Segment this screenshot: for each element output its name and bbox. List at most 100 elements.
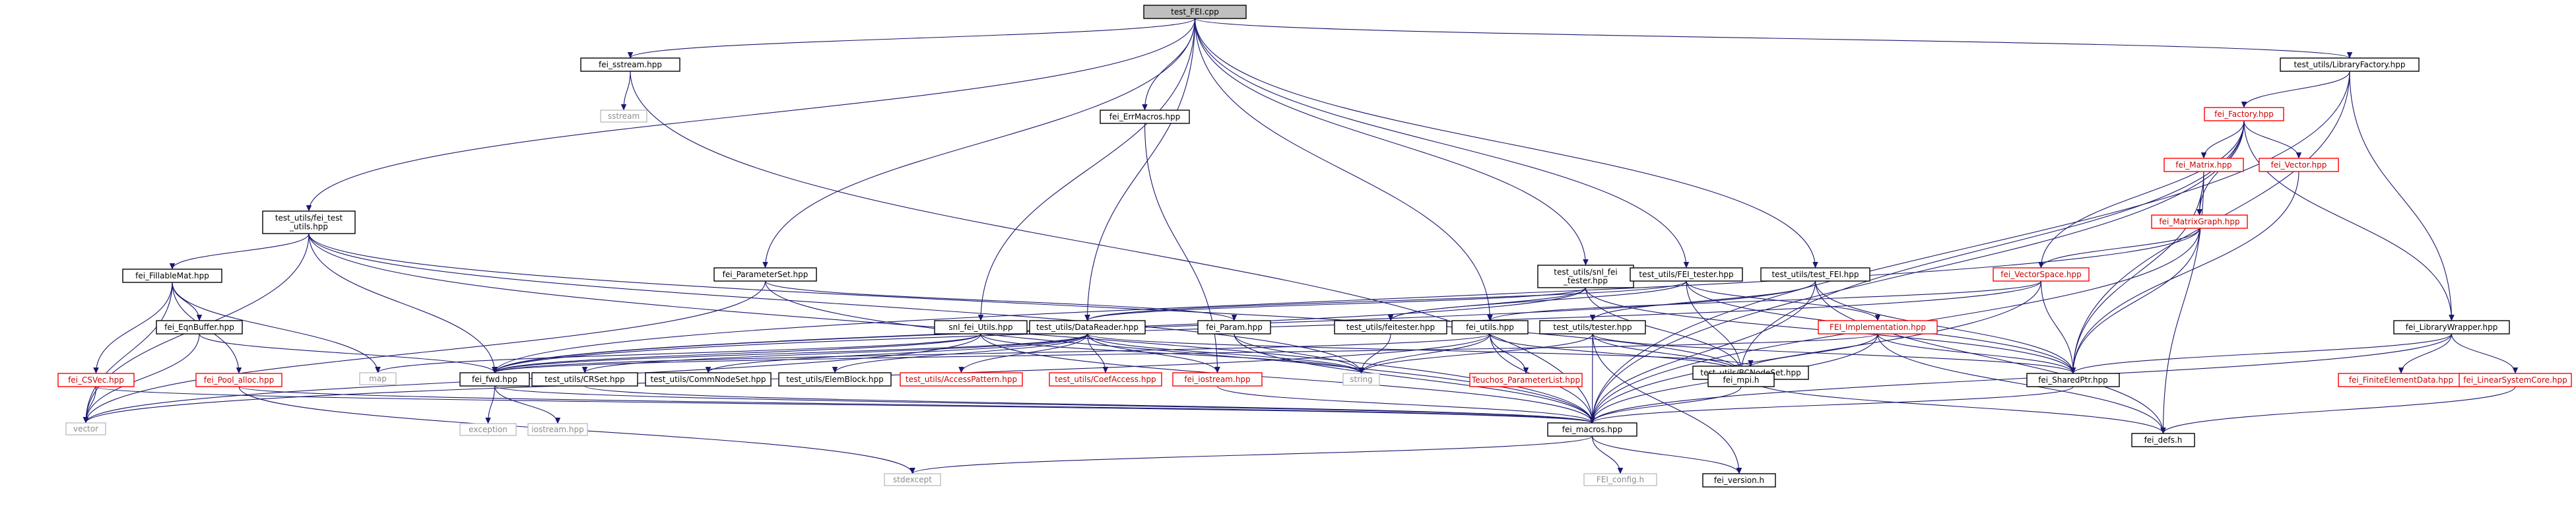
node-stdexcept: stdexcept [884, 473, 941, 486]
edge-fei_utils-to-fei_fwd [495, 333, 1491, 373]
node-fei-csvec[interactable]: fei_CSVec.hpp [57, 373, 135, 387]
node-label: fei_fwd.hpp [472, 375, 517, 384]
node-box-fei-test-utils [262, 210, 356, 234]
node-fei-factory[interactable]: fei_Factory.hpp [2204, 107, 2284, 121]
node-label: test_utils/DataReader.hpp [1036, 323, 1139, 332]
node-fe-data[interactable]: fei_FiniteElementData.hpp [2338, 373, 2464, 387]
edge-root-to-fei_test_utils [309, 18, 1196, 211]
node-box-fei-factory [2204, 107, 2284, 121]
node-box-fei-vector [2259, 158, 2339, 172]
node-fei-defs[interactable]: fei_defs.h [2131, 433, 2195, 447]
node-crset[interactable]: test_utils/CRSet.hpp [531, 372, 638, 387]
node-fei-mpi[interactable]: fei_mpi.h [1707, 373, 1775, 387]
node-box-fei-sstream [580, 57, 680, 72]
node-box-fei-fillablemat [122, 269, 222, 283]
edge-fei_factory-to-fei_vectorspace [2041, 120, 2245, 268]
edge-lib_wrapper-to-fei_macros [1593, 333, 2453, 423]
node-fei-vectorspace[interactable]: fei_VectorSpace.hpp [1993, 267, 2090, 282]
node-linsyscore[interactable]: fei_LinearSystemCore.hpp [2459, 373, 2572, 387]
node-feitester[interactable]: test_utils/feitester.hpp [1334, 320, 1447, 335]
edge-fei_parameterset-to-fei_macros [764, 280, 1593, 423]
node-label: fei_ParameterSet.hpp [723, 270, 809, 279]
edge-fei_test_utils-to-string [308, 233, 1362, 373]
edges-layer [86, 18, 2515, 474]
node-test-fei-hpp[interactable]: test_utils/test_FEI.hpp [1760, 267, 1870, 282]
node-label: test_utils/CoefAccess.hpp [1055, 375, 1156, 384]
node-fei-errmacros[interactable]: fei_ErrMacros.hpp [1100, 110, 1190, 124]
node-lib-wrapper[interactable]: fei_LibraryWrapper.hpp [2393, 320, 2510, 335]
node-box-vector [65, 422, 106, 435]
edge-lib_wrapper-to-linsyscore [2451, 333, 2516, 373]
node-fei-version[interactable]: fei_version.h [1702, 473, 1776, 488]
edge-tester_hpp-to-string [1362, 333, 1593, 373]
node-box-feitester [1334, 320, 1447, 335]
edge-fei_csvec-to-fei_macros [95, 386, 1593, 423]
node-lib-factory[interactable]: test_utils/LibraryFactory.hpp [2280, 57, 2420, 72]
node-fei-eqnbuffer[interactable]: fei_EqnBuffer.hpp [156, 320, 243, 335]
edge-test_fei_hpp-to-fei_defs [1814, 280, 2163, 433]
node-fei-macros[interactable]: fei_macros.hpp [1547, 422, 1637, 437]
edge-fei_factory-to-fei_vector [2243, 120, 2299, 158]
edge-fei_impl-to-sharedptr [1877, 333, 2073, 373]
node-fei-pool-alloc[interactable]: fei_Pool_alloc.hpp [195, 373, 282, 387]
node-fei-vector[interactable]: fei_Vector.hpp [2259, 158, 2339, 172]
node-label: test_utils/snl_fei [1554, 268, 1617, 277]
edge-snl_fei_utils-to-fei_macros [980, 333, 1593, 423]
edge-fei_matrix-to-fei_defs [2163, 171, 2204, 433]
node-label: vector [73, 424, 98, 433]
node-fei-fillablemat[interactable]: fei_FillableMat.hpp [122, 269, 222, 283]
node-sstream: sstream [600, 110, 647, 123]
node-label: _utils.hpp [289, 222, 328, 232]
edge-fei_fillablemat-to-vector [86, 282, 173, 423]
node-fei-test-utils[interactable]: test_utils/fei_test_utils.hpp [262, 210, 356, 234]
node-box-tester-hpp [1539, 320, 1646, 335]
node-snl-fei-utils[interactable]: snl_fei_Utils.hpp [934, 320, 1028, 335]
node-fei-impl[interactable]: FEI_Implementation.hpp [1818, 320, 1938, 335]
node-box-sstream [600, 110, 647, 123]
node-fei-tester[interactable]: test_utils/FEI_tester.hpp [1630, 267, 1743, 282]
edge-test_fei_hpp-to-fei_fwd [495, 280, 1816, 373]
node-elemblock[interactable]: test_utils/ElemBlock.hpp [778, 372, 892, 387]
edge-fei_param-to-string [1234, 333, 1362, 373]
node-fei-sstream[interactable]: fei_sstream.hpp [580, 57, 680, 72]
edge-fei_pool_alloc-to-fei_macros [238, 386, 1593, 423]
node-label: FEI_config.h [1597, 475, 1644, 484]
node-box-fei-defs [2131, 433, 2195, 447]
edge-root-to-fei_sstream [630, 18, 1196, 58]
node-accesspattern[interactable]: test_utils/AccessPattern.hpp [900, 372, 1023, 387]
node-fei-matrix[interactable]: fei_Matrix.hpp [2163, 158, 2244, 172]
node-teuchos[interactable]: Teuchos_ParameterList.hpp [1469, 373, 1583, 387]
node-sharedptr[interactable]: fei_SharedPtr.hpp [2026, 373, 2120, 387]
edge-datareader-to-fei_iostream [1086, 333, 1218, 373]
edge-fei_factory-to-fei_macros [1593, 120, 2245, 423]
edge-bcnodeset-to-fei_defs [1750, 379, 2163, 433]
node-fei-parameterset[interactable]: fei_ParameterSet.hpp [713, 267, 817, 282]
edge-fei_fwd-to-fei_macros [494, 385, 1593, 423]
edge-fei_impl-to-fei_fwd [495, 333, 1878, 373]
node-box-commnodeset [645, 372, 772, 387]
node-tester-hpp[interactable]: test_utils/tester.hpp [1539, 320, 1646, 335]
node-fei-utils[interactable]: fei_utils.hpp [1451, 320, 1529, 335]
edge-crset-to-fei_macros [584, 385, 1593, 423]
node-fei-fwd[interactable]: fei_fwd.hpp [459, 372, 530, 387]
node-fei-matrixgraph[interactable]: fei_MatrixGraph.hpp [2151, 214, 2248, 229]
node-datareader[interactable]: test_utils/DataReader.hpp [1029, 320, 1146, 335]
node-snl-fei-tester[interactable]: test_utils/snl_fei_tester.hpp [1537, 265, 1634, 288]
node-box-root [1143, 5, 1247, 19]
node-box-lib-wrapper [2393, 320, 2510, 335]
node-label: FEI_Implementation.hpp [1830, 323, 1926, 332]
edge-fei_vectorspace-to-sharedptr [2040, 280, 2074, 373]
edge-lib_wrapper-to-sharedptr [2073, 333, 2453, 373]
node-label: fei_Factory.hpp [2214, 110, 2274, 119]
node-map: map [359, 372, 397, 385]
edge-fei_parameterset-to-vector [86, 280, 766, 423]
node-box-fei-eqnbuffer [156, 320, 243, 335]
node-fei-iostream[interactable]: fei_iostream.hpp [1172, 372, 1263, 387]
node-box-fei-version [1702, 473, 1776, 488]
node-commnodeset[interactable]: test_utils/CommNodeSet.hpp [645, 372, 772, 387]
node-coefaccess[interactable]: test_utils/CoefAccess.hpp [1049, 372, 1162, 387]
node-label: test_utils/fei_test [275, 214, 343, 223]
edge-datareader-to-commnodeset [708, 333, 1088, 373]
node-fei-param[interactable]: fei_Param.hpp [1197, 320, 1271, 335]
edge-root-to-fei_parameterset [766, 18, 1196, 268]
